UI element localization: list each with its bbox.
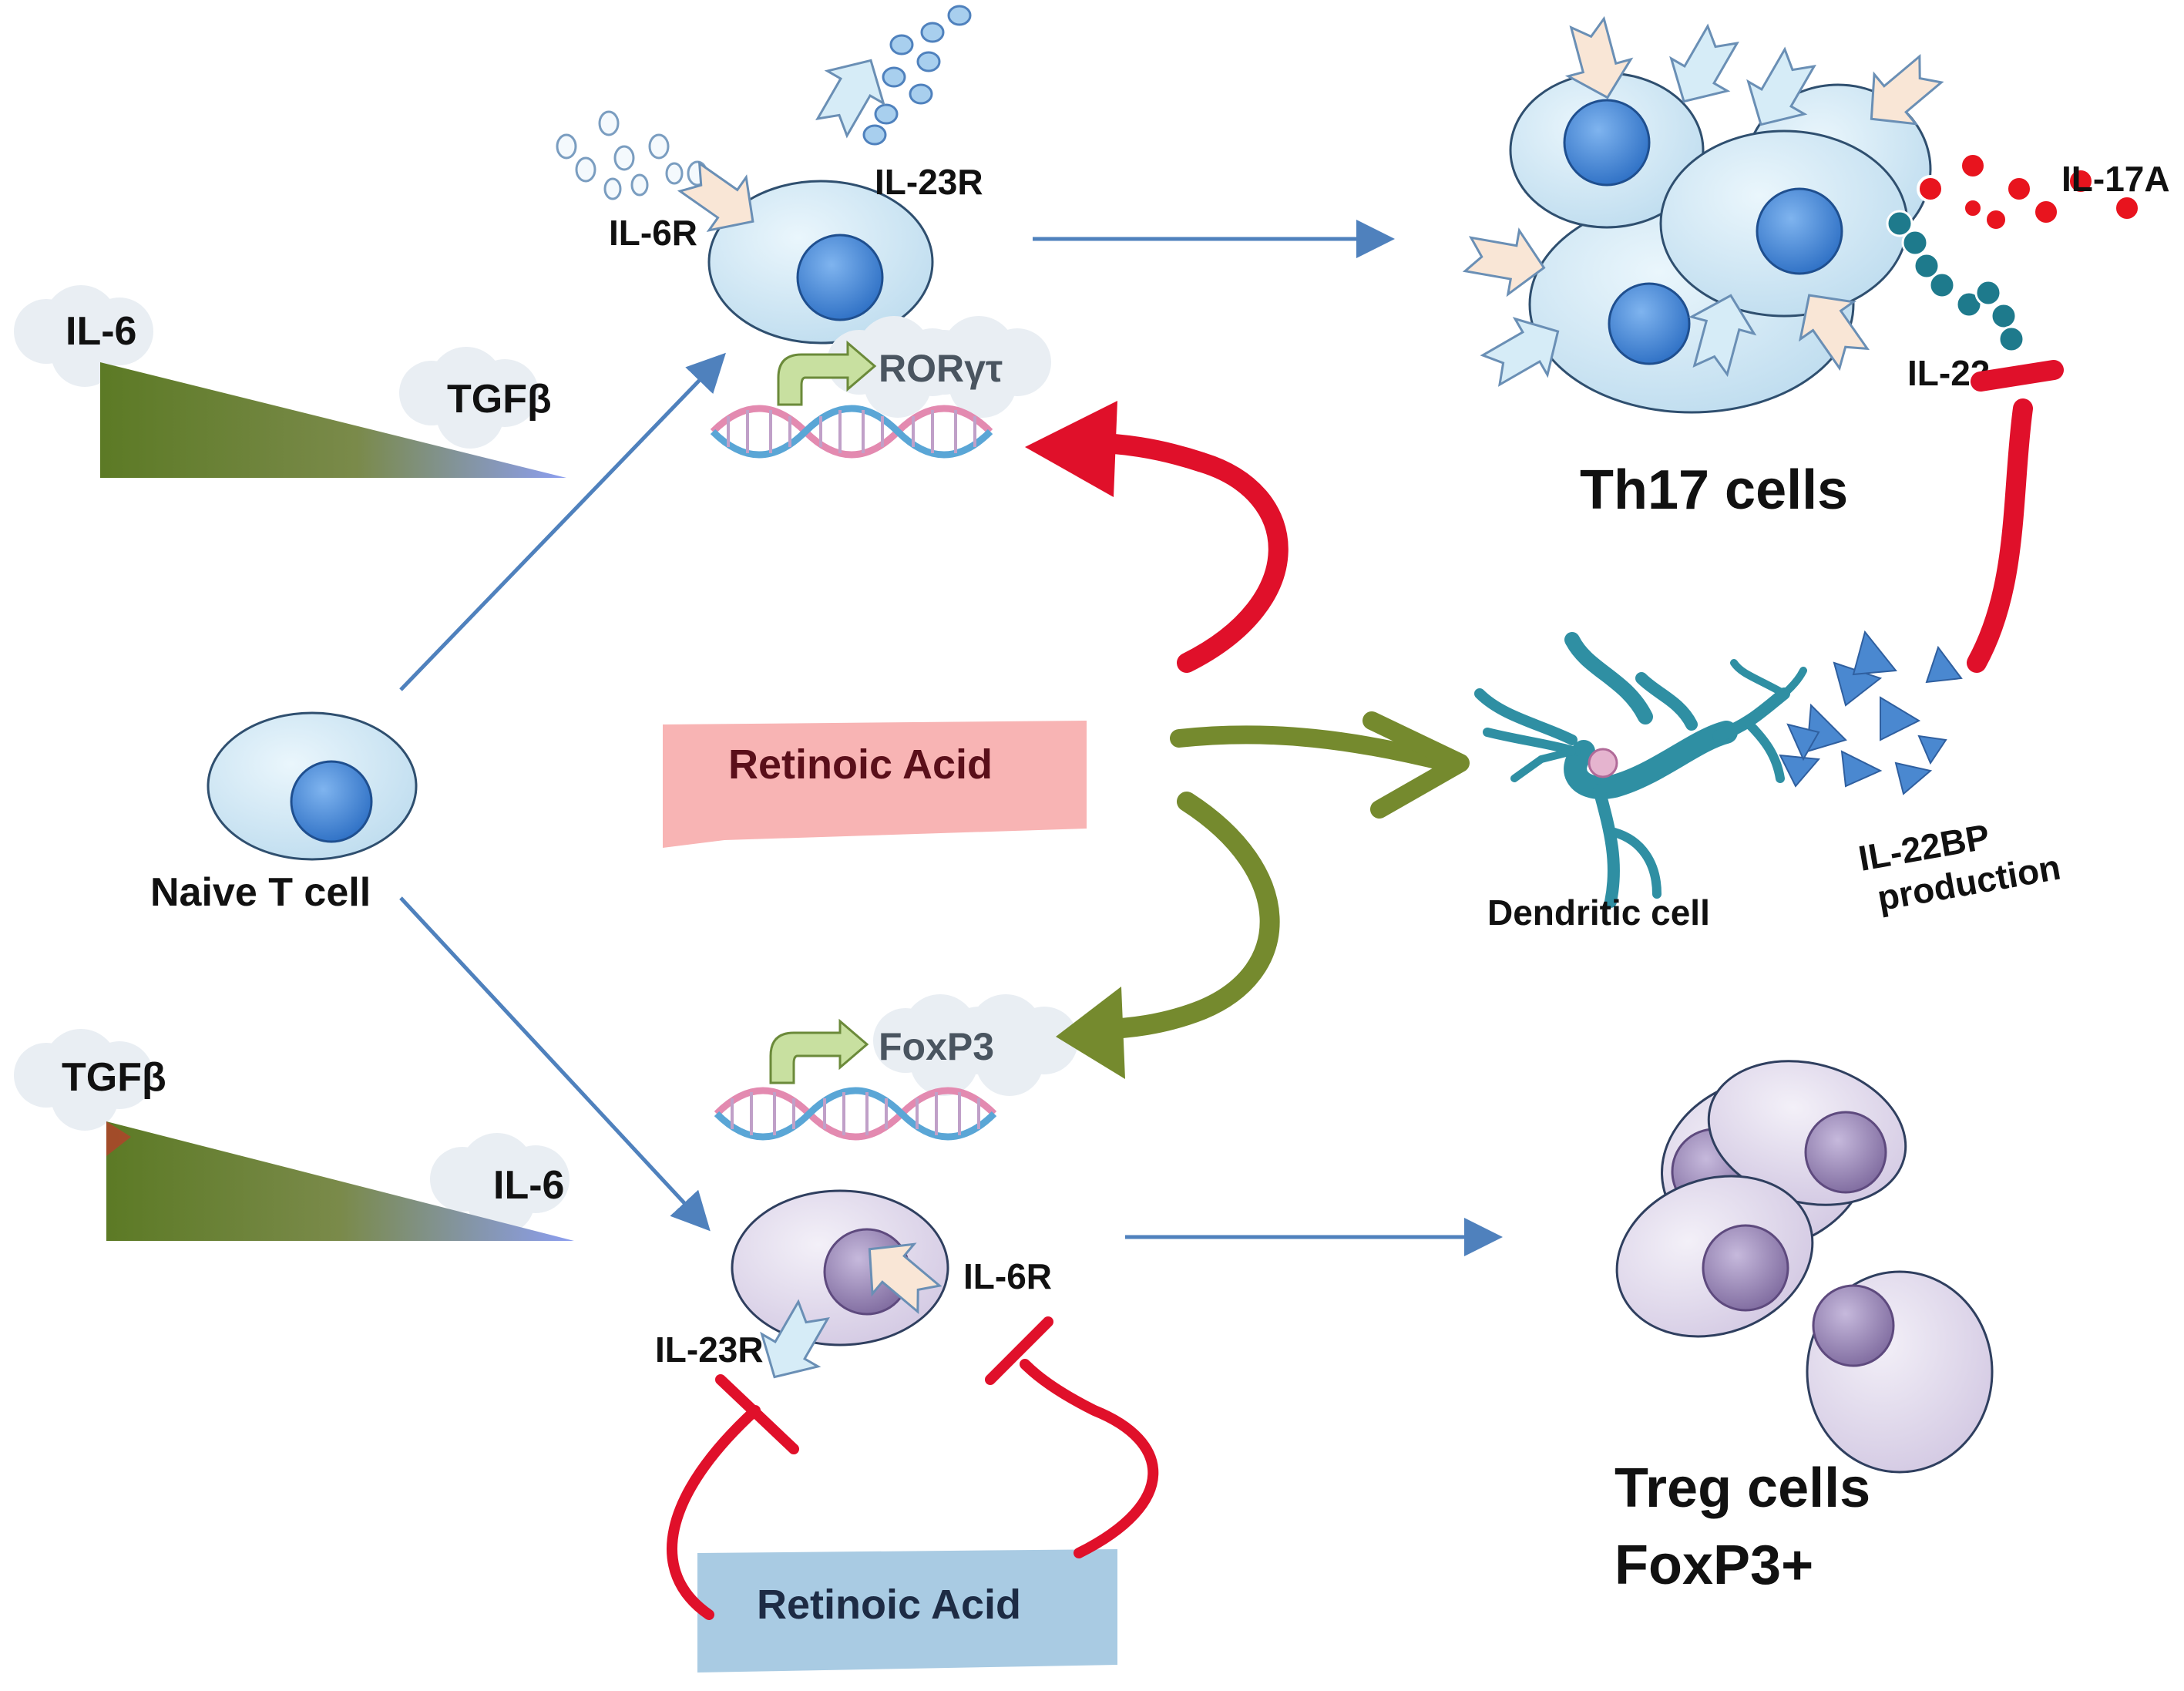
th17-precursor-cell: IL-6R IL-23R RORγτ bbox=[556, 5, 1051, 455]
il6r-top-label: IL-6R bbox=[609, 213, 697, 253]
foxp3-transcription-arrow bbox=[769, 1018, 869, 1084]
bottom-dna-helix bbox=[717, 1091, 994, 1137]
th17-cells-label: Th17 cells bbox=[1580, 459, 1848, 521]
il17a-beads bbox=[1917, 152, 2141, 232]
treg-cells-label: Treg cells bbox=[1614, 1457, 1870, 1519]
il22bp-inhibits-il22-red bbox=[1967, 360, 2064, 673]
il23-cytokine-beads bbox=[862, 5, 972, 146]
ra-to-dendritic-green-arrow bbox=[1170, 711, 1470, 819]
il22-beads bbox=[1886, 210, 2025, 353]
rorgt-transcription-arrow bbox=[777, 340, 877, 406]
retinoic-acid-bottom-label: Retinoic Acid bbox=[757, 1582, 1021, 1628]
naive-t-cell-label: Naive T cell bbox=[150, 870, 371, 915]
il17a-label: IL-17A bbox=[2061, 159, 2170, 199]
rorgt-label: RORγτ bbox=[879, 347, 1003, 390]
il23r-top-label: IL-23R bbox=[875, 162, 983, 202]
ra-promotes-rorgt-red-arrow bbox=[1025, 401, 1289, 673]
retinoic-acid-top-label: Retinoic Acid bbox=[728, 741, 993, 788]
top-cytokine-gradient: IL-6 TGFβ bbox=[14, 285, 566, 478]
il22bp-production-label: IL-22BP production bbox=[1856, 816, 2064, 919]
il23r-top-receptor bbox=[803, 42, 900, 145]
ra-inhibits-il23r-red bbox=[667, 1374, 799, 1620]
treg-precursor-cell: FoxP3 IL-6R IL-23R bbox=[655, 994, 1078, 1395]
retinoic-acid-top: Retinoic Acid bbox=[663, 721, 1087, 848]
top-dna-helix bbox=[713, 408, 990, 455]
dendritic-cell: Dendritic cell bbox=[1474, 632, 1807, 933]
treg-foxp3-label: FoxP3+ bbox=[1614, 1535, 1813, 1596]
differentiation-arrows bbox=[399, 220, 1503, 1256]
treg-cells-cluster: Treg cells FoxP3+ bbox=[1614, 1060, 1994, 1596]
naive-t-cell: Naive T cell bbox=[150, 711, 418, 915]
il6-top-label: IL-6 bbox=[66, 309, 136, 354]
retinoic-acid-bottom: Retinoic Acid bbox=[697, 1549, 1117, 1673]
ra-promotes-foxp3-green-arrow bbox=[1056, 792, 1280, 1079]
il22bp-triangles bbox=[1779, 630, 1963, 795]
tgfb-top-label: TGFβ bbox=[447, 377, 552, 422]
il6-cytokine-beads bbox=[556, 110, 708, 200]
ra-inhibits-il6r-red bbox=[985, 1316, 1159, 1558]
tgfb-bottom-label: TGFβ bbox=[62, 1055, 166, 1100]
th17-cells-cluster: IL-17A IL-22 Th17 cells bbox=[1461, 13, 2170, 521]
arrow-naive-to-th17-precursor bbox=[399, 352, 726, 691]
il23r-bottom-label: IL-23R bbox=[655, 1330, 764, 1370]
il6r-bottom-label: IL-6R bbox=[963, 1256, 1052, 1296]
dendritic-cell-label: Dendritic cell bbox=[1487, 893, 1710, 933]
arrow-naive-to-treg-precursor bbox=[399, 896, 711, 1232]
foxp3-label: FoxP3 bbox=[879, 1025, 994, 1068]
bottom-cytokine-gradient: TGFβ IL-6 bbox=[14, 1029, 574, 1241]
il6-bottom-label: IL-6 bbox=[493, 1163, 564, 1208]
